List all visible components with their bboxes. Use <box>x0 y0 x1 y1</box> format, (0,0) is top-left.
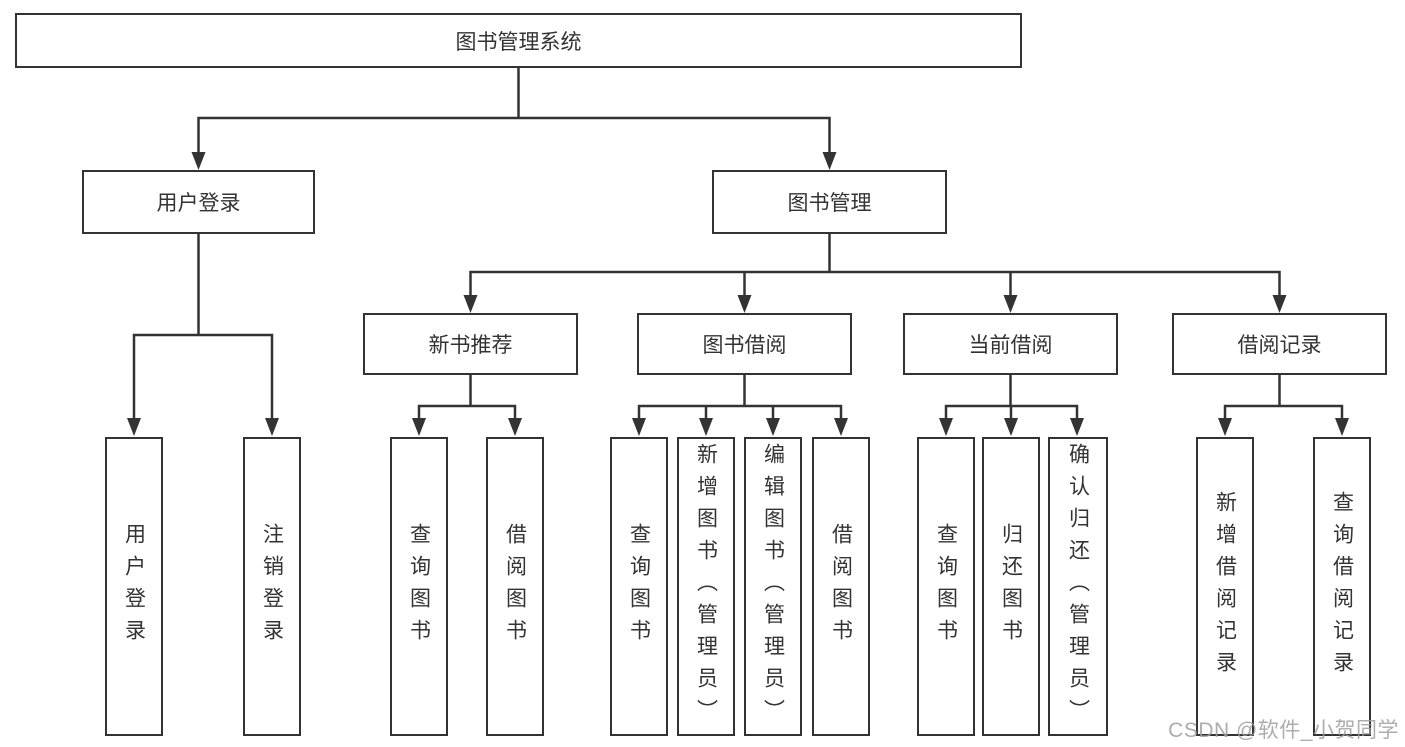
leaf-borrow-books-borrow: 借阅图书 <box>812 437 870 736</box>
arrowhead <box>1335 418 1349 436</box>
arrowhead <box>1218 418 1232 436</box>
leaf-confirm-return-admin: 确认归还（管理员） <box>1048 437 1108 736</box>
node-user-login: 用户登录 <box>82 170 315 234</box>
arrowhead <box>1004 418 1018 436</box>
connector-current-borrow-children <box>944 373 1079 430</box>
arrowhead <box>766 418 780 436</box>
node-root: 图书管理系统 <box>15 13 1022 68</box>
arrowhead <box>699 418 713 436</box>
leaf-query-borrow-record: 查询借阅记录 <box>1313 437 1371 736</box>
connector-book-borrow-children <box>637 373 843 430</box>
connector-new-book-recommend-children <box>417 373 517 430</box>
leaf-borrow-books-recommend-label: 借阅图书 <box>503 522 527 651</box>
arrowhead <box>1070 418 1084 436</box>
leaf-borrow-books-recommend: 借阅图书 <box>486 437 544 736</box>
node-user-login-label: 用户登录 <box>156 192 241 215</box>
leaf-add-borrow-record-label: 新增借阅记录 <box>1213 490 1237 683</box>
leaf-query-books-borrow: 查询图书 <box>610 437 668 736</box>
leaf-query-borrow-record-label: 查询借阅记录 <box>1330 490 1354 683</box>
arrowhead <box>127 418 141 436</box>
connector-borrow-records-children <box>1223 373 1344 430</box>
node-book-borrow: 图书借阅 <box>637 313 852 375</box>
node-book-management-label: 图书管理 <box>787 192 872 215</box>
leaf-add-books-admin-label: 新增图书（管理员） <box>694 442 718 731</box>
node-borrow-records-label: 借阅记录 <box>1237 334 1322 357</box>
arrowhead <box>508 418 522 436</box>
leaf-edit-books-admin-label: 编辑图书（管理员） <box>761 442 785 731</box>
node-book-management: 图书管理 <box>712 170 947 234</box>
arrowhead <box>939 418 953 436</box>
leaf-query-books-recommend-label: 查询图书 <box>407 522 431 651</box>
node-new-book-recommend: 新书推荐 <box>363 313 578 375</box>
arrowhead <box>822 152 837 170</box>
node-current-borrow: 当前借阅 <box>903 313 1118 375</box>
connector-book-management-children <box>469 232 1281 307</box>
node-borrow-records: 借阅记录 <box>1172 313 1387 375</box>
node-new-book-recommend-label: 新书推荐 <box>428 334 513 357</box>
leaf-add-borrow-record: 新增借阅记录 <box>1196 437 1254 736</box>
leaf-user-login: 用户登录 <box>105 437 163 736</box>
connector-root-to-level2 <box>197 66 831 164</box>
leaf-return-books: 归还图书 <box>982 437 1040 736</box>
leaf-return-books-label: 归还图书 <box>999 522 1023 651</box>
csdn-watermark: CSDN @软件_小贺同学 <box>1168 719 1399 742</box>
leaf-query-books-current-label: 查询图书 <box>934 522 958 651</box>
arrowhead <box>834 418 848 436</box>
arrowhead <box>1272 295 1287 313</box>
arrowhead <box>632 418 646 436</box>
leaf-query-books-borrow-label: 查询图书 <box>627 522 651 651</box>
arrowheads <box>127 152 1349 436</box>
connector-user-login-children <box>132 232 274 430</box>
leaf-query-books-recommend: 查询图书 <box>390 437 448 736</box>
arrowhead <box>191 152 206 170</box>
leaf-confirm-return-admin-label: 确认归还（管理员） <box>1066 442 1090 731</box>
arrowhead <box>265 418 279 436</box>
node-current-borrow-label: 当前借阅 <box>968 334 1053 357</box>
arrowhead <box>737 295 752 313</box>
arrowhead <box>463 295 478 313</box>
leaf-borrow-books-borrow-label: 借阅图书 <box>829 522 853 651</box>
node-book-borrow-label: 图书借阅 <box>702 334 787 357</box>
arrowhead <box>1003 295 1018 313</box>
leaf-logout: 注销登录 <box>243 437 301 736</box>
arrowhead <box>412 418 426 436</box>
leaf-edit-books-admin: 编辑图书（管理员） <box>744 437 802 736</box>
leaf-logout-label: 注销登录 <box>260 522 284 651</box>
node-root-label: 图书管理系统 <box>455 30 582 54</box>
leaf-add-books-admin: 新增图书（管理员） <box>677 437 735 736</box>
leaf-user-login-label: 用户登录 <box>122 522 146 651</box>
leaf-query-books-current: 查询图书 <box>917 437 975 736</box>
